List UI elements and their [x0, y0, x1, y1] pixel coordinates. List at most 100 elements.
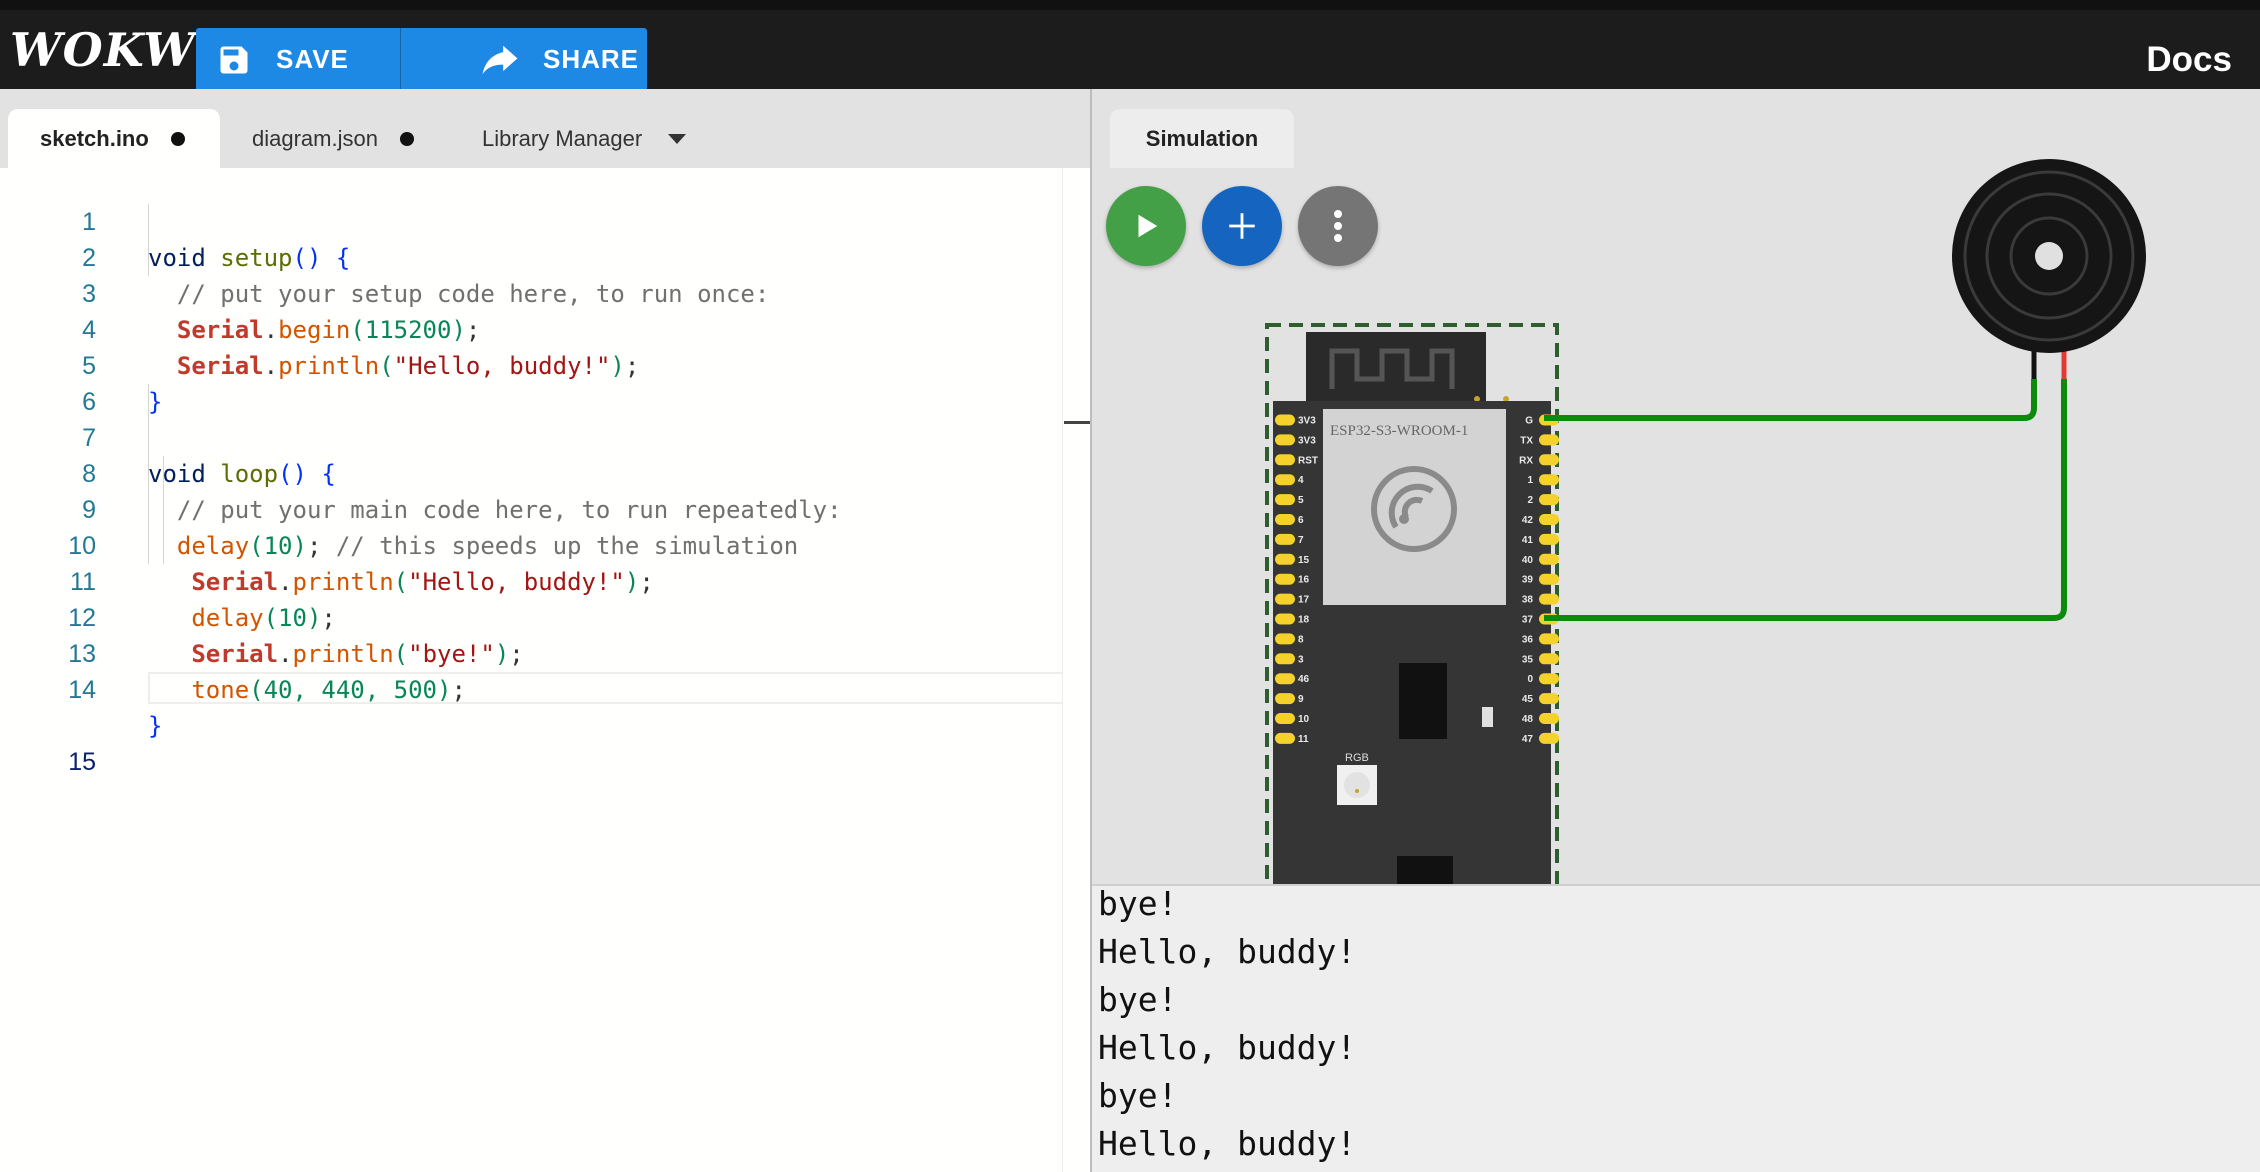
pin-pad[interactable] — [1275, 553, 1295, 565]
pin-label: 35 — [1522, 654, 1534, 665]
pin-label: TX — [1520, 435, 1533, 446]
pin-label: 10 — [1298, 714, 1310, 725]
pin-pad[interactable] — [1275, 593, 1295, 605]
save-separator — [400, 28, 401, 91]
pin-pad[interactable] — [1275, 434, 1295, 446]
serial-line: Hello, buddy! — [1098, 1124, 1357, 1163]
line-number: 15 — [68, 748, 96, 776]
tab-diagram-json[interactable]: diagram.json — [232, 109, 442, 168]
pin-pad[interactable] — [1539, 713, 1559, 724]
indent-guide — [148, 384, 149, 564]
pin-pad[interactable] — [1275, 633, 1295, 645]
add-part-button[interactable] — [1202, 186, 1282, 266]
pin-pad[interactable] — [1539, 514, 1559, 525]
wire-pin40[interactable] — [1544, 379, 2067, 621]
pin-label: 16 — [1298, 575, 1310, 586]
code-line: 5 } — [0, 312, 1062, 416]
pin-label: 8 — [1298, 634, 1304, 645]
pin-label: 38 — [1522, 595, 1534, 606]
pin-pad[interactable] — [1275, 673, 1295, 685]
pin-pad[interactable] — [1539, 434, 1559, 446]
save-button[interactable]: SAVE — [196, 28, 380, 91]
code-text: } — [148, 388, 163, 416]
code-text: // put your setup code here, to run once… — [148, 280, 770, 308]
pin-pad[interactable] — [1539, 732, 1559, 744]
circuit-canvas[interactable]: ESP32-S3-WROOM-1 RGB 3V33V3RST4567151617… — [1092, 89, 2260, 884]
pin-pad[interactable] — [1275, 474, 1295, 486]
pin-pad[interactable] — [1539, 653, 1559, 665]
pin-pad[interactable] — [1539, 454, 1559, 466]
pin-pad[interactable] — [1539, 474, 1559, 486]
wire-gnd[interactable] — [1544, 379, 2037, 421]
pin-label: 3V3 — [1298, 416, 1316, 427]
serial-line: Hello, buddy! — [1098, 932, 1357, 971]
pin-pad[interactable] — [1539, 553, 1559, 565]
wokwi-logo[interactable]: WOKWi — [10, 23, 214, 77]
pin-pad[interactable] — [1539, 633, 1559, 645]
pin-pad[interactable] — [1275, 414, 1295, 426]
pin-pad[interactable] — [1275, 732, 1295, 744]
docs-link[interactable]: Docs — [2146, 40, 2232, 79]
more-vertical-icon — [1334, 210, 1342, 242]
pin-pad[interactable] — [1275, 533, 1295, 545]
tab-library-manager[interactable]: Library Manager — [462, 109, 722, 168]
tab-label: diagram.json — [252, 126, 378, 151]
buzzer[interactable] — [1952, 159, 2146, 379]
esp32-s3-board[interactable]: ESP32-S3-WROOM-1 RGB 3V33V3RST4567151617… — [1265, 323, 1559, 884]
pin-label: 17 — [1298, 595, 1310, 606]
current-line-highlight — [148, 672, 1087, 704]
pin-label: 37 — [1522, 615, 1534, 626]
code-line: 7 void loop() { — [0, 384, 1062, 488]
tab-label: Library Manager — [482, 126, 643, 151]
unsaved-dot-icon — [170, 131, 185, 146]
plus-icon — [1229, 213, 1255, 239]
code-text: // put your main code here, to run repea… — [148, 496, 842, 524]
line-number: 7 — [82, 424, 96, 452]
pin-pad[interactable] — [1539, 494, 1559, 506]
tab-simulation[interactable]: Simulation — [1110, 109, 1294, 168]
pin-label: 18 — [1298, 615, 1310, 626]
code-line-current: 15 — [0, 672, 1087, 776]
line-number: 5 — [82, 352, 96, 380]
code-line: 10 Serial.println("Hello, buddy!"); — [0, 492, 1062, 596]
pin-pad[interactable] — [1275, 713, 1295, 724]
serial-line: bye! — [1098, 884, 1178, 923]
pane-divider[interactable] — [1090, 89, 1092, 1172]
editor-scrollbar[interactable] — [1062, 168, 1091, 1172]
pin-pad[interactable] — [1275, 454, 1295, 466]
code-line: 12 Serial.println("bye!"); — [0, 564, 1062, 668]
start-simulation-button[interactable] — [1106, 186, 1186, 266]
share-button[interactable]: SHARE — [459, 28, 647, 91]
chevron-down-icon[interactable] — [668, 133, 687, 144]
pin-pad[interactable] — [1539, 693, 1559, 705]
pin-pad[interactable] — [1275, 573, 1295, 585]
pin-label: 39 — [1522, 575, 1534, 586]
line-number: 12 — [68, 604, 96, 632]
code-text: Serial.begin(115200); — [176, 316, 481, 344]
code-area[interactable]: 1 void setup() { 2 // put your setup cod… — [0, 168, 1087, 1172]
pin-label: 5 — [1298, 495, 1304, 506]
pin-label: 0 — [1527, 674, 1533, 685]
pin-label: 48 — [1522, 714, 1534, 725]
pin-pad[interactable] — [1539, 593, 1559, 605]
pin-pad[interactable] — [1275, 693, 1295, 705]
code-line: 9 delay(10); // this speeds up the simul… — [0, 456, 1062, 560]
pin-pad[interactable] — [1275, 494, 1295, 506]
pin-pad[interactable] — [1275, 613, 1295, 625]
more-options-button[interactable] — [1298, 186, 1378, 266]
code-text: void setup() { — [148, 244, 351, 272]
pin-pad[interactable] — [1539, 533, 1559, 545]
pin-pad[interactable] — [1539, 673, 1559, 685]
tab-sketch-ino[interactable]: sketch.ino — [8, 109, 220, 168]
pin-pad[interactable] — [1275, 514, 1295, 525]
pin-label: 41 — [1522, 535, 1534, 546]
pin-label: 46 — [1298, 674, 1310, 685]
pin-label: 45 — [1522, 694, 1534, 705]
pin-pad[interactable] — [1539, 573, 1559, 585]
pin-pad[interactable] — [1275, 653, 1295, 665]
line-number: 1 — [82, 208, 96, 236]
serial-monitor[interactable]: bye! Hello, buddy! bye! Hello, buddy! by… — [1092, 884, 2260, 1172]
line-number: 3 — [82, 280, 96, 308]
